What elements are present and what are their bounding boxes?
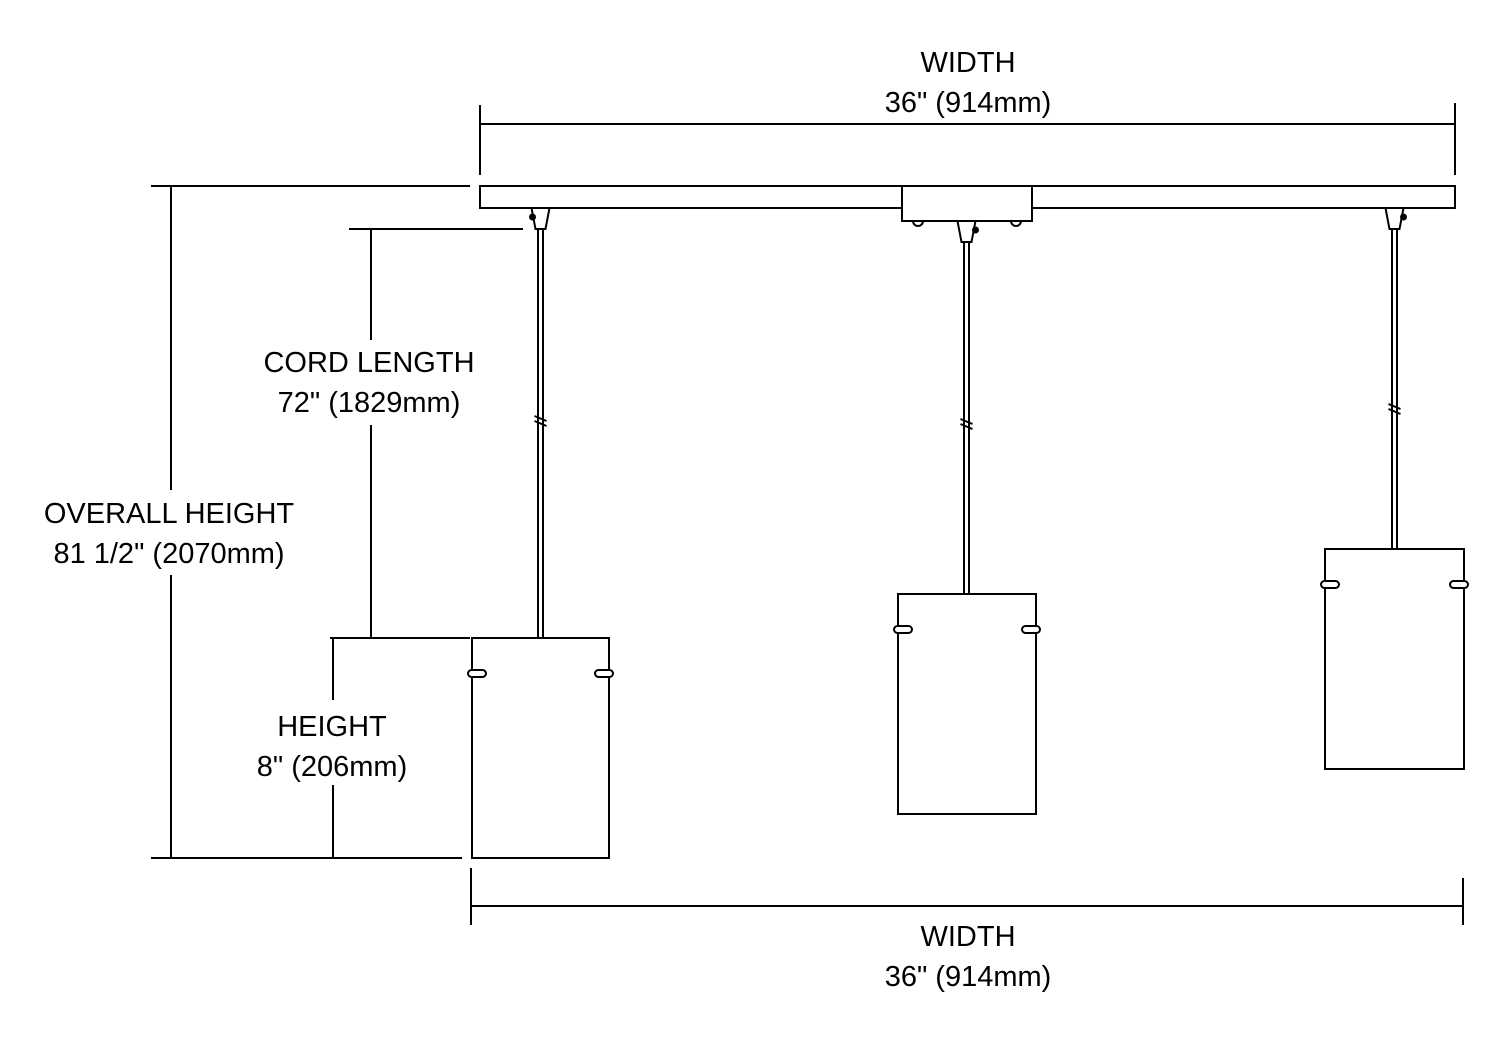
cord-break-mark (1388, 403, 1401, 410)
bottom-width-title: WIDTH (920, 921, 1015, 953)
set-screw (529, 213, 536, 221)
cord-break-mark (534, 415, 547, 422)
cord-break-mark (960, 423, 973, 430)
shade-clip-right (594, 669, 614, 678)
shade-clip-right (1449, 580, 1469, 589)
cord-break-mark (1388, 408, 1401, 415)
canopy-screw (1010, 220, 1022, 227)
cord-length-value: 72" (1829mm) (278, 387, 461, 419)
shade-clip-left (467, 669, 487, 678)
top-width-title: WIDTH (920, 47, 1015, 79)
cord-length-title: CORD LENGTH (263, 347, 474, 379)
shade-height-value: 8" (206mm) (257, 751, 408, 783)
pendant-1 (467, 207, 614, 859)
canopy-screw (912, 220, 924, 227)
shade-clip-left (1320, 580, 1340, 589)
glass-shade (897, 593, 1037, 815)
cord-break-mark (960, 418, 973, 425)
bottom-width-value: 36" (914mm) (885, 961, 1052, 993)
shade-clip-right (1021, 625, 1041, 634)
glass-shade (1324, 548, 1465, 770)
shade-height-title: HEIGHT (277, 711, 387, 743)
pendant-2 (893, 220, 1041, 815)
canopy (901, 185, 1033, 222)
shade-clip-left (893, 625, 913, 634)
set-screw (972, 226, 979, 234)
glass-shade (471, 637, 610, 859)
pendant-3 (1320, 207, 1469, 770)
overall-height-title: OVERALL HEIGHT (44, 498, 295, 530)
top-width-value: 36" (914mm) (885, 87, 1052, 119)
set-screw (1400, 213, 1407, 221)
overall-height-value: 81 1/2" (2070mm) (53, 538, 284, 570)
cord-break-mark (534, 420, 547, 427)
